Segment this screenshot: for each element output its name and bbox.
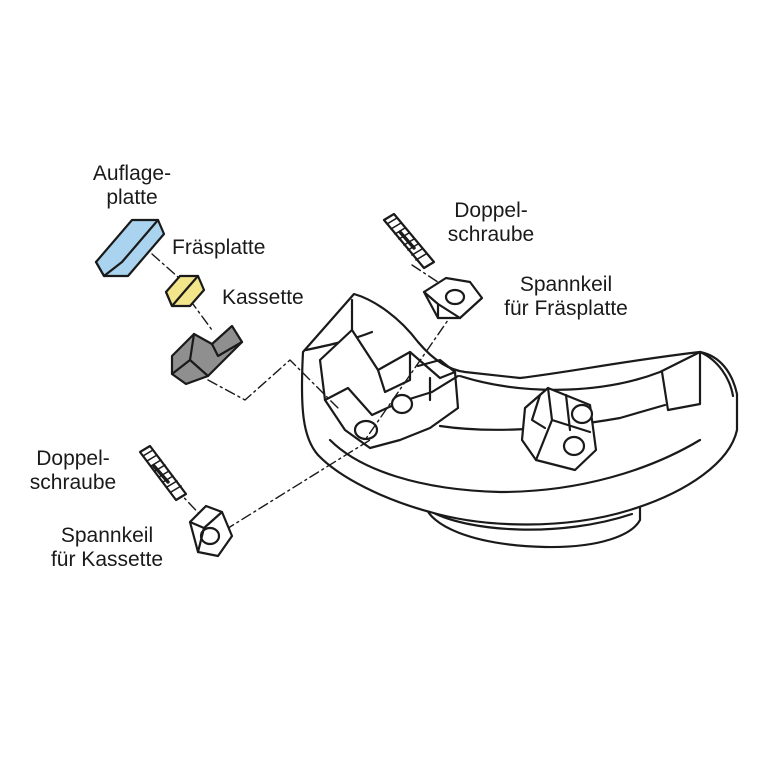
auflageplatte-part <box>94 218 166 278</box>
label-fraesplatte: Fräsplatte <box>172 236 265 260</box>
guide-line-kassette <box>207 359 341 411</box>
cutter-top-face-edge-right <box>458 350 702 391</box>
label-spannkeil-kassette-line1: Spannkeil <box>60 524 154 547</box>
label-doppelschraube-left: Doppel- schraube <box>18 447 128 495</box>
cutter-right-face <box>660 350 702 412</box>
cutter-inner-ring <box>438 403 667 431</box>
guide-line-insert <box>151 253 188 286</box>
label-doppelschraube-top: Doppel- schraube <box>436 199 546 247</box>
doppelschraube-left-thread <box>142 449 182 493</box>
left-pocket-hole-2 <box>390 393 414 415</box>
spannkeil-fraesplatte-part <box>422 276 484 320</box>
label-doppelschraube-left-line1: Doppel- <box>36 447 110 470</box>
spannkeil-fraesplatte-hole <box>444 288 466 306</box>
fraesplatte-edge <box>164 274 200 308</box>
label-auflageplatte-line2: platte <box>106 186 158 209</box>
label-auflageplatte: Auflage- platte <box>80 162 184 210</box>
kassette-edge <box>170 332 244 378</box>
doppelschraube-left-part <box>138 444 188 502</box>
fraesplatte-part <box>164 274 206 308</box>
left-pocket-step <box>416 358 457 402</box>
label-doppelschraube-left-line2: schraube <box>29 471 117 494</box>
label-doppelschraube-top-line2: schraube <box>447 223 535 246</box>
doppelschraube-left-socket <box>152 464 170 484</box>
guide-line-top-screw <box>411 264 451 291</box>
kassette-part <box>170 324 244 386</box>
label-kassette: Kassette <box>222 286 304 310</box>
guide-line-fraesplatte <box>189 299 213 331</box>
auflageplatte-shape <box>94 218 166 278</box>
cutter-lower-band <box>328 438 702 494</box>
cutter-hub-rim <box>430 510 634 531</box>
cutter-right-end <box>698 350 735 398</box>
label-fraesplatte-line1: Fräsplatte <box>172 236 266 259</box>
doppelschraube-top-part <box>382 212 436 270</box>
spannkeil-kassette-edge <box>188 510 224 554</box>
auflageplatte-edge <box>94 218 160 278</box>
right-insert-hole-2 <box>562 435 586 457</box>
label-spannkeil-fraesplatte-line1: Spannkeil <box>519 273 613 296</box>
label-auflageplatte-line1: Auflage- <box>92 162 172 185</box>
spannkeil-fraesplatte-edge <box>422 290 462 320</box>
label-spannkeil-kassette-line2: für Kassette <box>50 548 164 571</box>
label-doppelschraube-top-line1: Doppel- <box>454 199 528 222</box>
label-spannkeil-fraesplatte-line2: für Fräsplatte <box>504 297 628 320</box>
milling-cutter-body <box>300 292 739 549</box>
right-insert-slot <box>530 393 547 430</box>
doppelschraube-top-socket <box>398 230 416 250</box>
label-spannkeil-kassette: Spannkeil für Kassette <box>32 524 182 572</box>
right-insert-hole-1 <box>570 403 594 425</box>
spannkeil-kassette-part <box>188 504 234 558</box>
guide-line-spannkeil-left <box>224 439 371 531</box>
left-pocket-wall <box>350 298 412 394</box>
right-insert-edges <box>534 386 592 462</box>
guide-line-spannkeil-top <box>364 309 456 441</box>
label-spannkeil-fraesplatte: Spannkeil für Fräsplatte <box>486 273 646 321</box>
right-mounted-insert <box>520 386 598 472</box>
label-kassette-line1: Kassette <box>222 286 304 309</box>
left-pocket-hole-1 <box>353 419 379 441</box>
doppelschraube-left-shaft <box>138 444 188 502</box>
